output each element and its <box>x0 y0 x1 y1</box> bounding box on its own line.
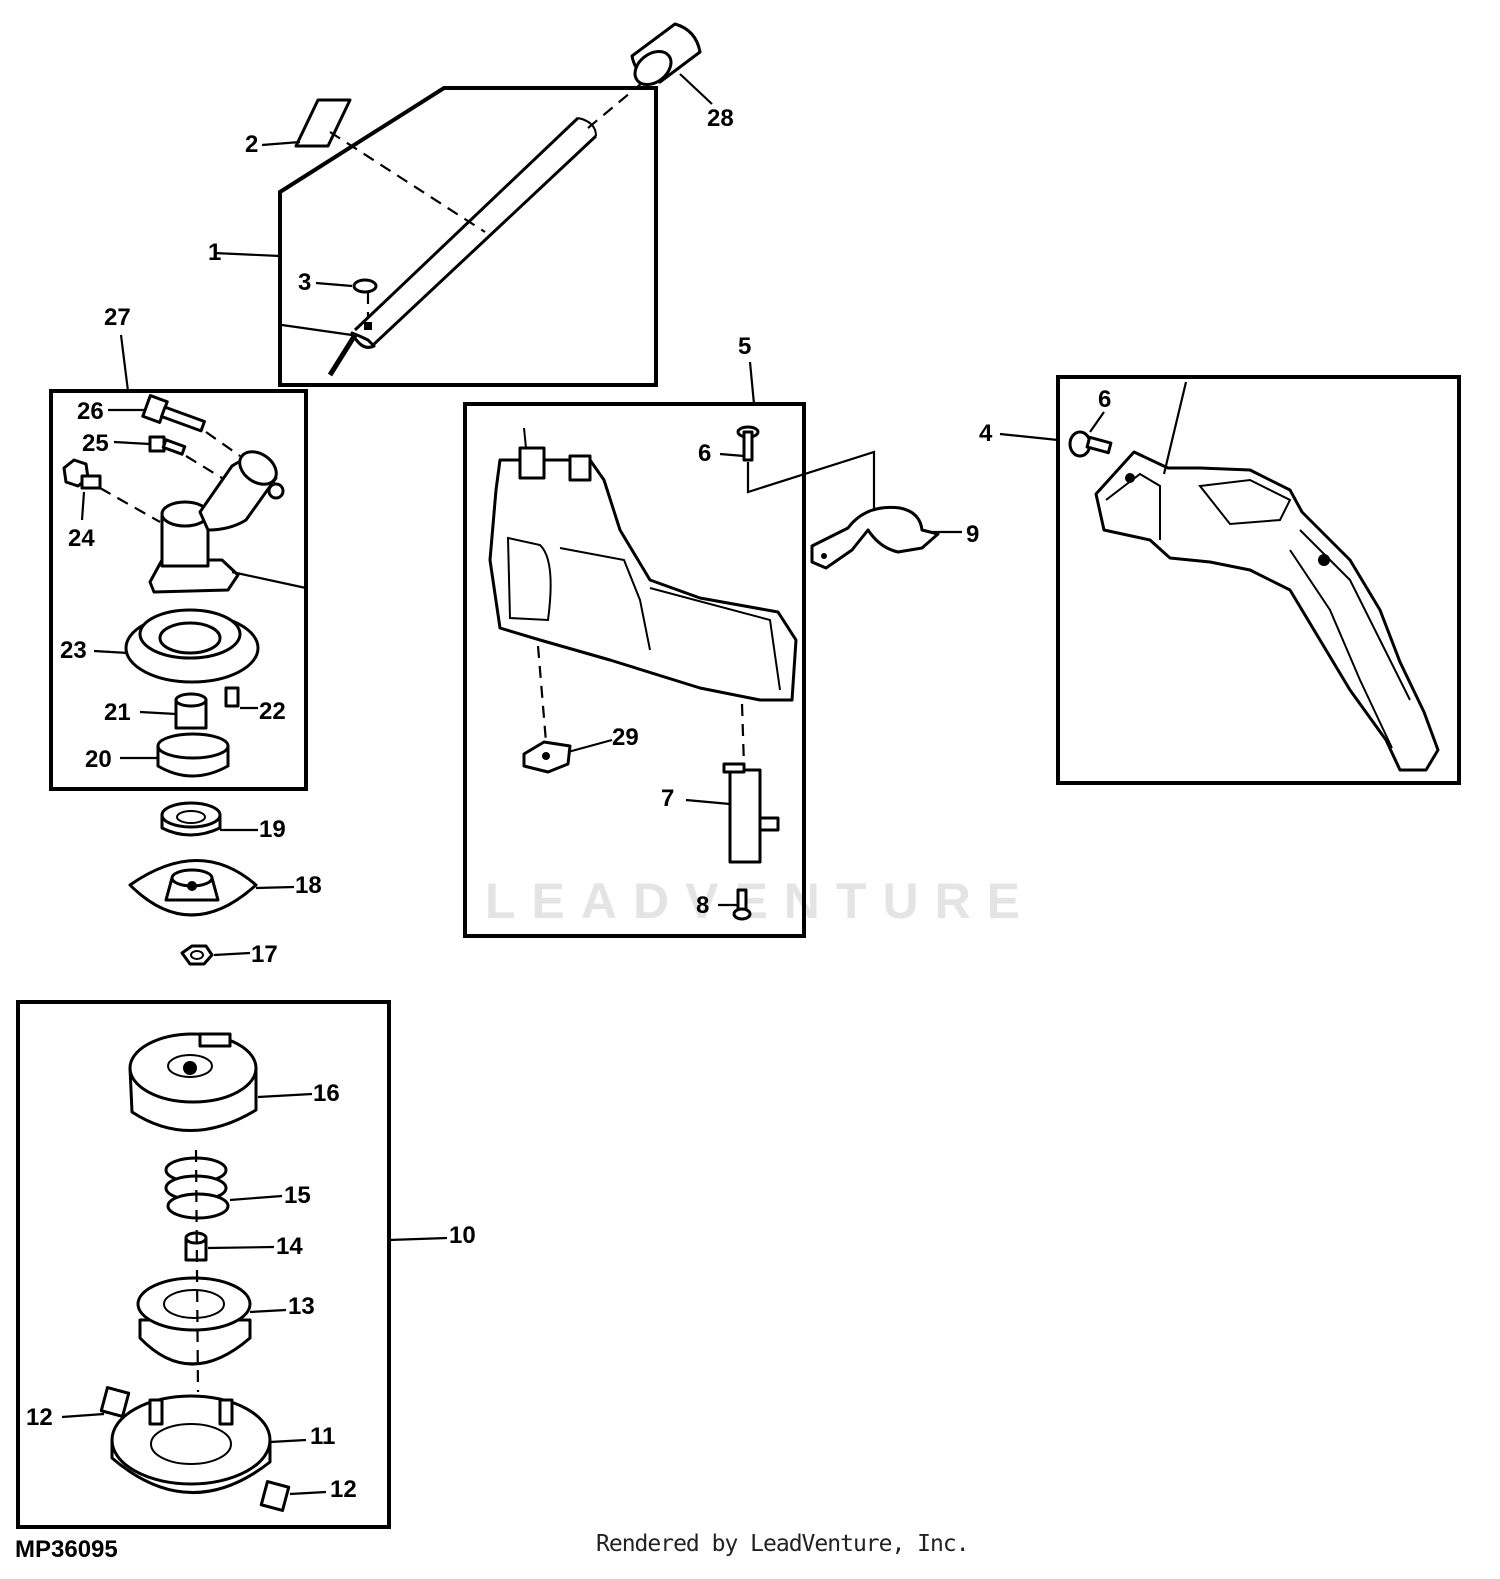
shield-assembly-group <box>463 361 876 938</box>
retaining-ring-20-part <box>156 732 230 778</box>
gear-head-part <box>148 450 285 594</box>
gearcase-assembly-group <box>49 334 308 791</box>
screw-6-part <box>736 425 760 462</box>
line-cutter-7-part <box>722 762 780 864</box>
washer-part <box>352 278 378 294</box>
callout-9: 9 <box>966 521 979 548</box>
callout-21: 21 <box>104 699 131 726</box>
callout-4: 4 <box>979 420 993 447</box>
bracket-9-part <box>810 505 940 570</box>
callout-2: 2 <box>245 131 258 158</box>
spool-housing-16-part <box>128 1032 258 1132</box>
callout-11: 11 <box>310 1423 335 1450</box>
drawing-code: MP36095 <box>15 1536 118 1563</box>
callout-7: 7 <box>661 785 674 812</box>
shield-assembly-box <box>463 402 806 938</box>
handle-part <box>1094 450 1440 772</box>
screw-22-part <box>224 686 240 708</box>
callout-6a: 6 <box>698 440 711 467</box>
watermark-text: LEADVENTURE <box>485 873 1037 929</box>
screw-6b-part <box>1068 430 1113 458</box>
bearing-cup-23-part <box>124 608 260 684</box>
spring-15-part <box>164 1156 230 1220</box>
nut-17-part <box>180 944 214 966</box>
rendered-by-credit: Rendered by LeadVenture, Inc. <box>596 1531 970 1557</box>
spool-13-part <box>136 1276 252 1366</box>
callout-12b: 12 <box>330 1476 357 1503</box>
gearcase-assembly-box <box>49 389 308 791</box>
callout-22: 22 <box>259 698 286 725</box>
callout-24: 24 <box>68 525 95 552</box>
washer-19-part <box>160 801 222 837</box>
callout-10: 10 <box>449 1222 476 1249</box>
bolt-24-part <box>62 458 102 490</box>
cover-18-part <box>128 859 258 917</box>
callout-6b: 6 <box>1098 386 1111 413</box>
trimmer-head-assembly-box <box>16 1000 391 1529</box>
eyelet-12b-part <box>259 1480 291 1512</box>
shaft-tube <box>327 77 649 377</box>
base-11-part <box>110 1394 272 1494</box>
callout-25: 25 <box>82 430 109 457</box>
handle-assembly-group <box>999 375 1461 785</box>
callout-15: 15 <box>284 1182 311 1209</box>
callout-29: 29 <box>612 724 639 751</box>
callout-8: 8 <box>696 892 709 919</box>
callout-5: 5 <box>738 333 751 360</box>
shaft-assembly-group <box>213 22 713 387</box>
callout-1: 1 <box>208 239 221 266</box>
callout-14: 14 <box>276 1233 303 1260</box>
handle-assembly-box <box>1056 375 1461 785</box>
callout-20: 20 <box>85 746 112 773</box>
callout-17: 17 <box>251 941 278 968</box>
callout-13: 13 <box>288 1293 315 1320</box>
grip-sleeve-part <box>630 22 702 87</box>
screw-8-part <box>732 888 752 921</box>
bolt-26-part <box>141 394 206 433</box>
bushing-21-part <box>174 692 208 730</box>
decal-part <box>294 98 352 148</box>
nut-29-part <box>522 740 572 774</box>
callout-16: 16 <box>313 1080 340 1107</box>
callout-19: 19 <box>259 816 286 843</box>
bolt-25-part <box>148 435 187 456</box>
callout-23: 23 <box>60 637 87 664</box>
callout-12a: 12 <box>26 1404 53 1431</box>
callout-26: 26 <box>77 398 104 425</box>
shaft-assembly-box <box>278 86 658 387</box>
eyelet-12a-part <box>99 1386 131 1418</box>
trimmer-head-assembly-group <box>16 1000 448 1529</box>
callout-18: 18 <box>295 872 322 899</box>
callout-27: 27 <box>104 304 131 331</box>
shield-part <box>488 427 798 702</box>
callout-3: 3 <box>298 269 311 296</box>
callout-28: 28 <box>707 105 734 132</box>
